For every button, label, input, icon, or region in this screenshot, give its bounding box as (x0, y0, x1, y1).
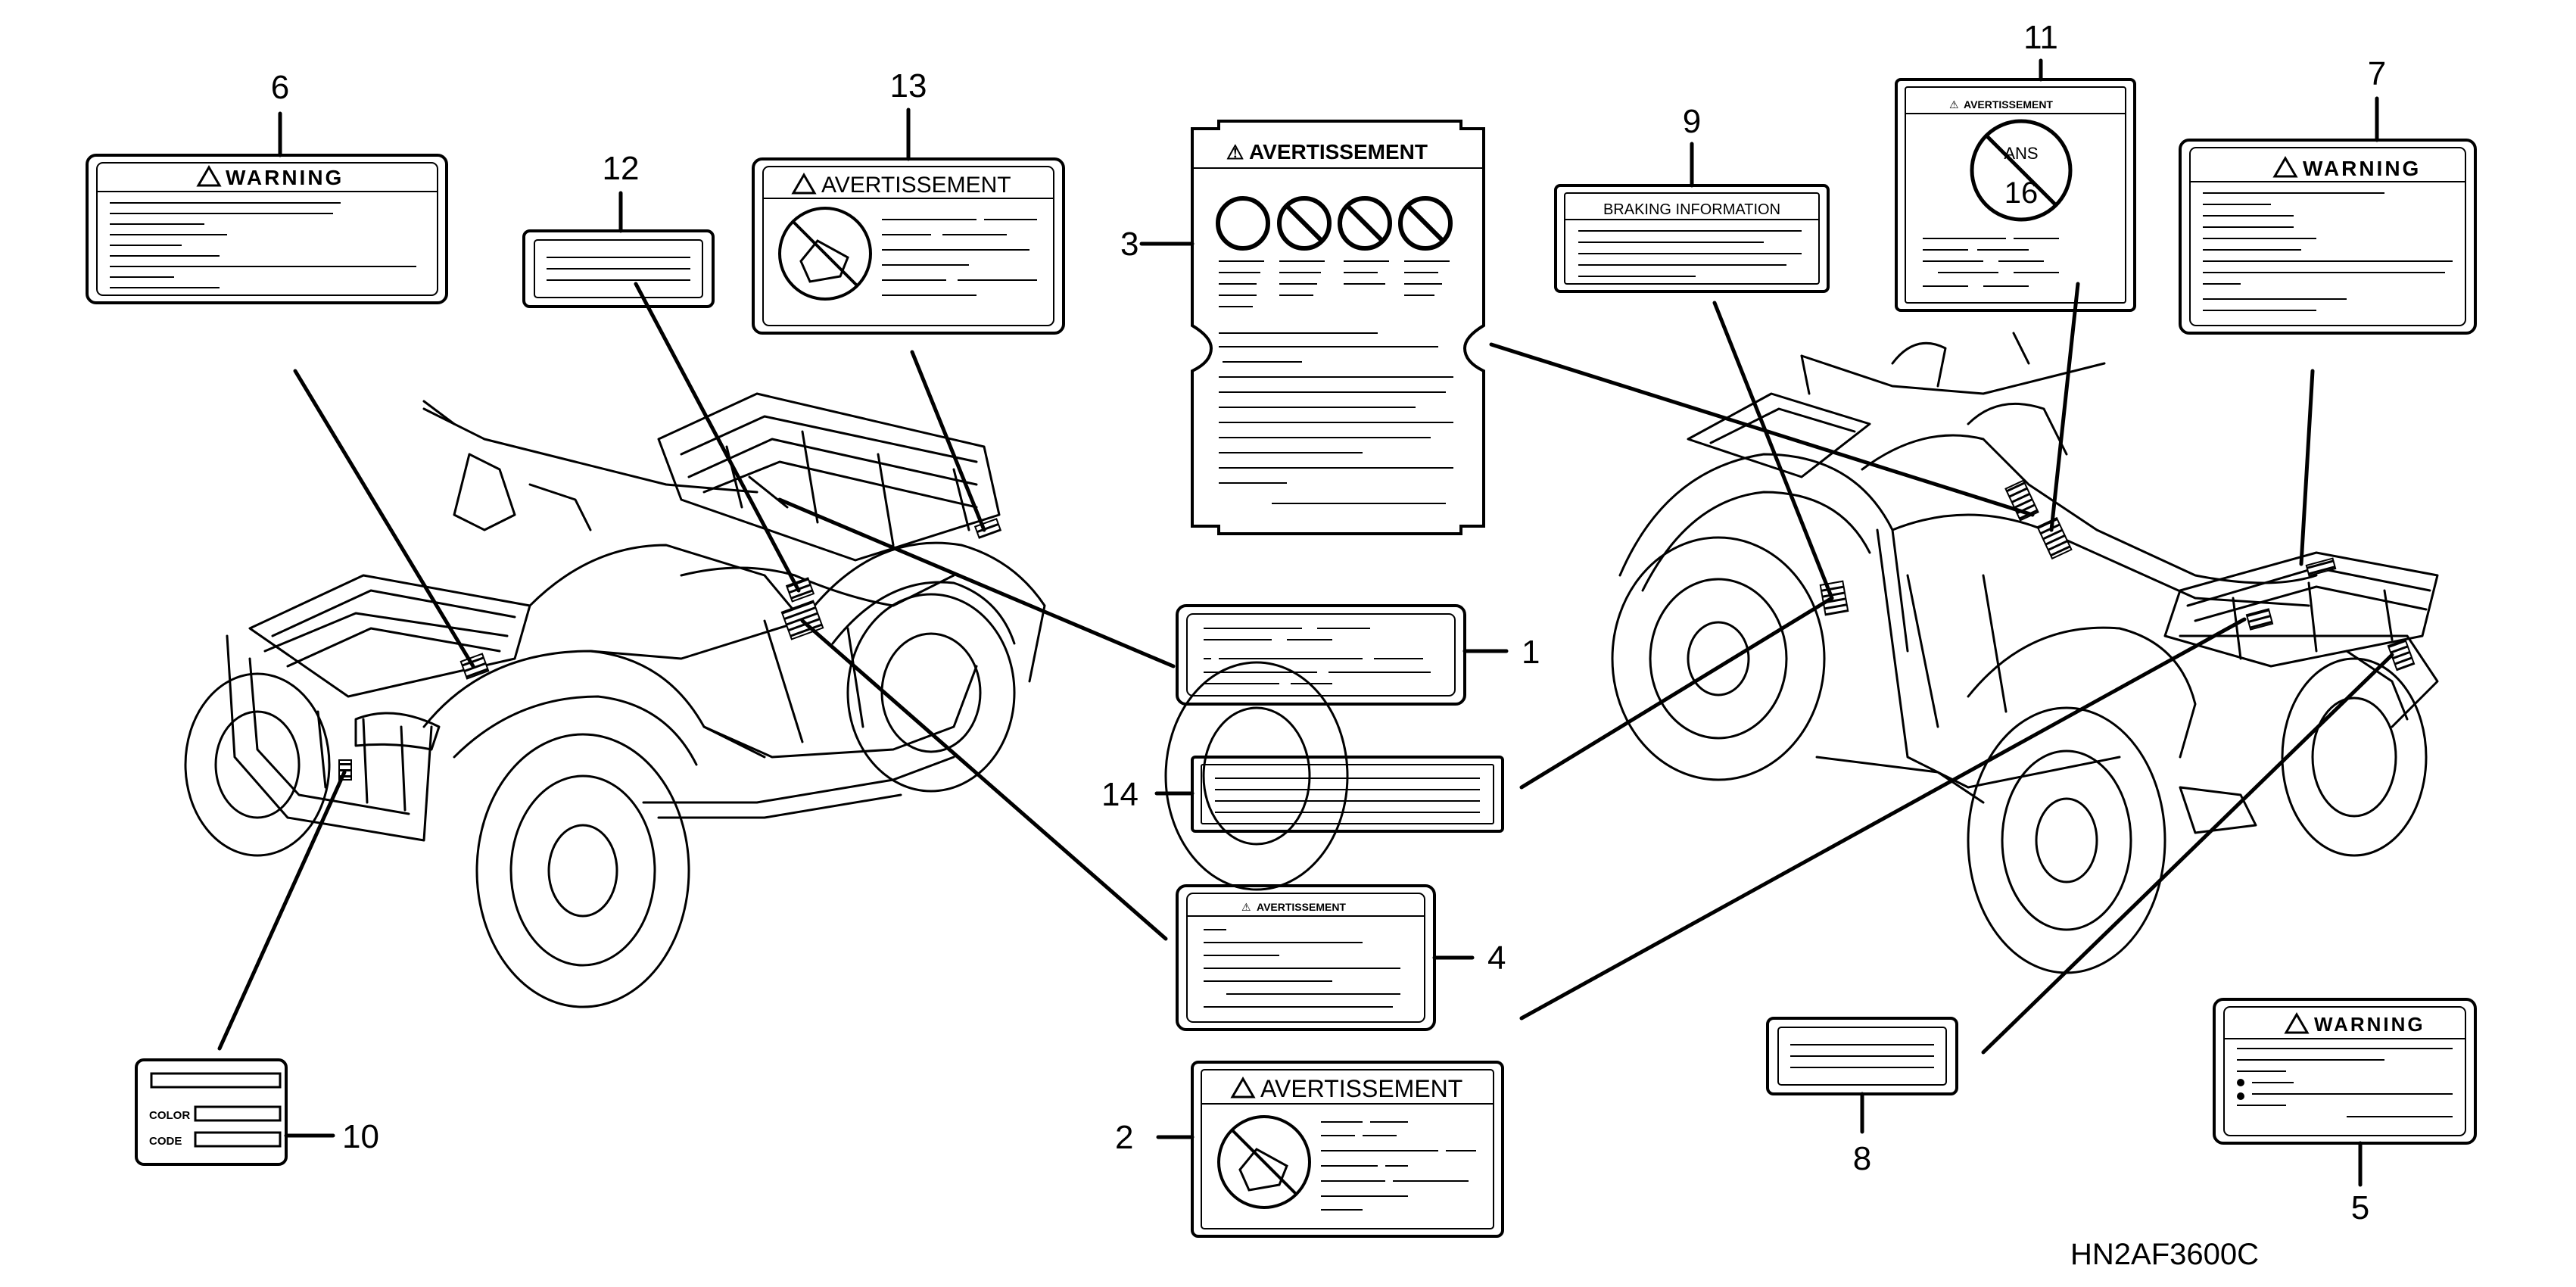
label-11-title: AVERTISSEMENT (1964, 98, 2053, 111)
label-11-age-text: ANS (2004, 144, 2038, 163)
label-4-title: AVERTISSEMENT (1257, 901, 1346, 913)
label-2-title: AVERTISSEMENT (1260, 1075, 1462, 1102)
callout-12: 12 (603, 150, 640, 187)
callout-10: 10 (342, 1118, 379, 1155)
label-5-warning: WARNING (2213, 998, 2477, 1145)
label-4-avertissement: ⚠ AVERTISSEMENT (1176, 884, 1436, 1031)
callout-8: 8 (1853, 1140, 1871, 1177)
leader-lines (217, 58, 2394, 1187)
label-13-avertissement: AVERTISSEMENT (752, 157, 1065, 335)
diagram-code: HN2AF3600C (2070, 1238, 2259, 1271)
label-8 (1766, 1017, 1958, 1095)
label-11-age-warning: ⚠ AVERTISSEMENT ANS 16 (1895, 78, 2136, 312)
label-9-braking-information: BRAKING INFORMATION (1554, 184, 1830, 293)
label-3-title: AVERTISSEMENT (1249, 140, 1428, 164)
callout-9: 9 (1683, 103, 1701, 140)
callout-2: 2 (1115, 1119, 1133, 1156)
label-4-title-icon: ⚠ (1241, 901, 1251, 913)
callout-5: 5 (2351, 1189, 2369, 1226)
callout-1: 1 (1522, 634, 1540, 671)
no-tamper-icon (778, 207, 872, 301)
callout-3: 3 (1120, 226, 1138, 263)
callout-13: 13 (890, 67, 927, 104)
label-7-warning: WARNING (2179, 139, 2477, 335)
label-10-color-code: COLOR CODE (135, 1058, 288, 1166)
label-6-warning: WARNING (86, 154, 448, 304)
label-14 (1191, 756, 1504, 833)
label-11-title-icon: ⚠ (1949, 98, 1959, 111)
label-9-title: BRAKING INFORMATION (1603, 201, 1780, 218)
label-10-code: CODE (149, 1135, 182, 1148)
sticker-positions (338, 479, 2416, 781)
label-5-title: WARNING (2314, 1013, 2425, 1036)
age-limit-icon (1970, 119, 2073, 222)
callout-4: 4 (1487, 940, 1506, 977)
label-2-avertissement: AVERTISSEMENT (1191, 1061, 1504, 1238)
prohibition-icons (1216, 196, 1453, 251)
callout-7: 7 (2368, 55, 2386, 92)
label-12 (522, 229, 715, 308)
callout-11: 11 (2023, 19, 2058, 56)
left-atv-drawing (184, 392, 1349, 1008)
label-6-title: WARNING (226, 166, 344, 189)
label-11-age-number: 16 (2004, 176, 2039, 210)
label-3-avertissement: ⚠ AVERTISSEMENT (1191, 120, 1485, 535)
label-7-title: WARNING (2303, 157, 2421, 180)
callout-6: 6 (271, 69, 289, 106)
label-1 (1176, 604, 1466, 706)
right-atv-drawing (1611, 332, 2439, 974)
label-3-title-icon: ⚠ (1226, 141, 1244, 164)
label-10-color: COLOR (149, 1109, 190, 1122)
label-13-title: AVERTISSEMENT (821, 173, 1011, 198)
callout-14: 14 (1101, 776, 1138, 813)
no-tamper-icon (1217, 1115, 1311, 1209)
